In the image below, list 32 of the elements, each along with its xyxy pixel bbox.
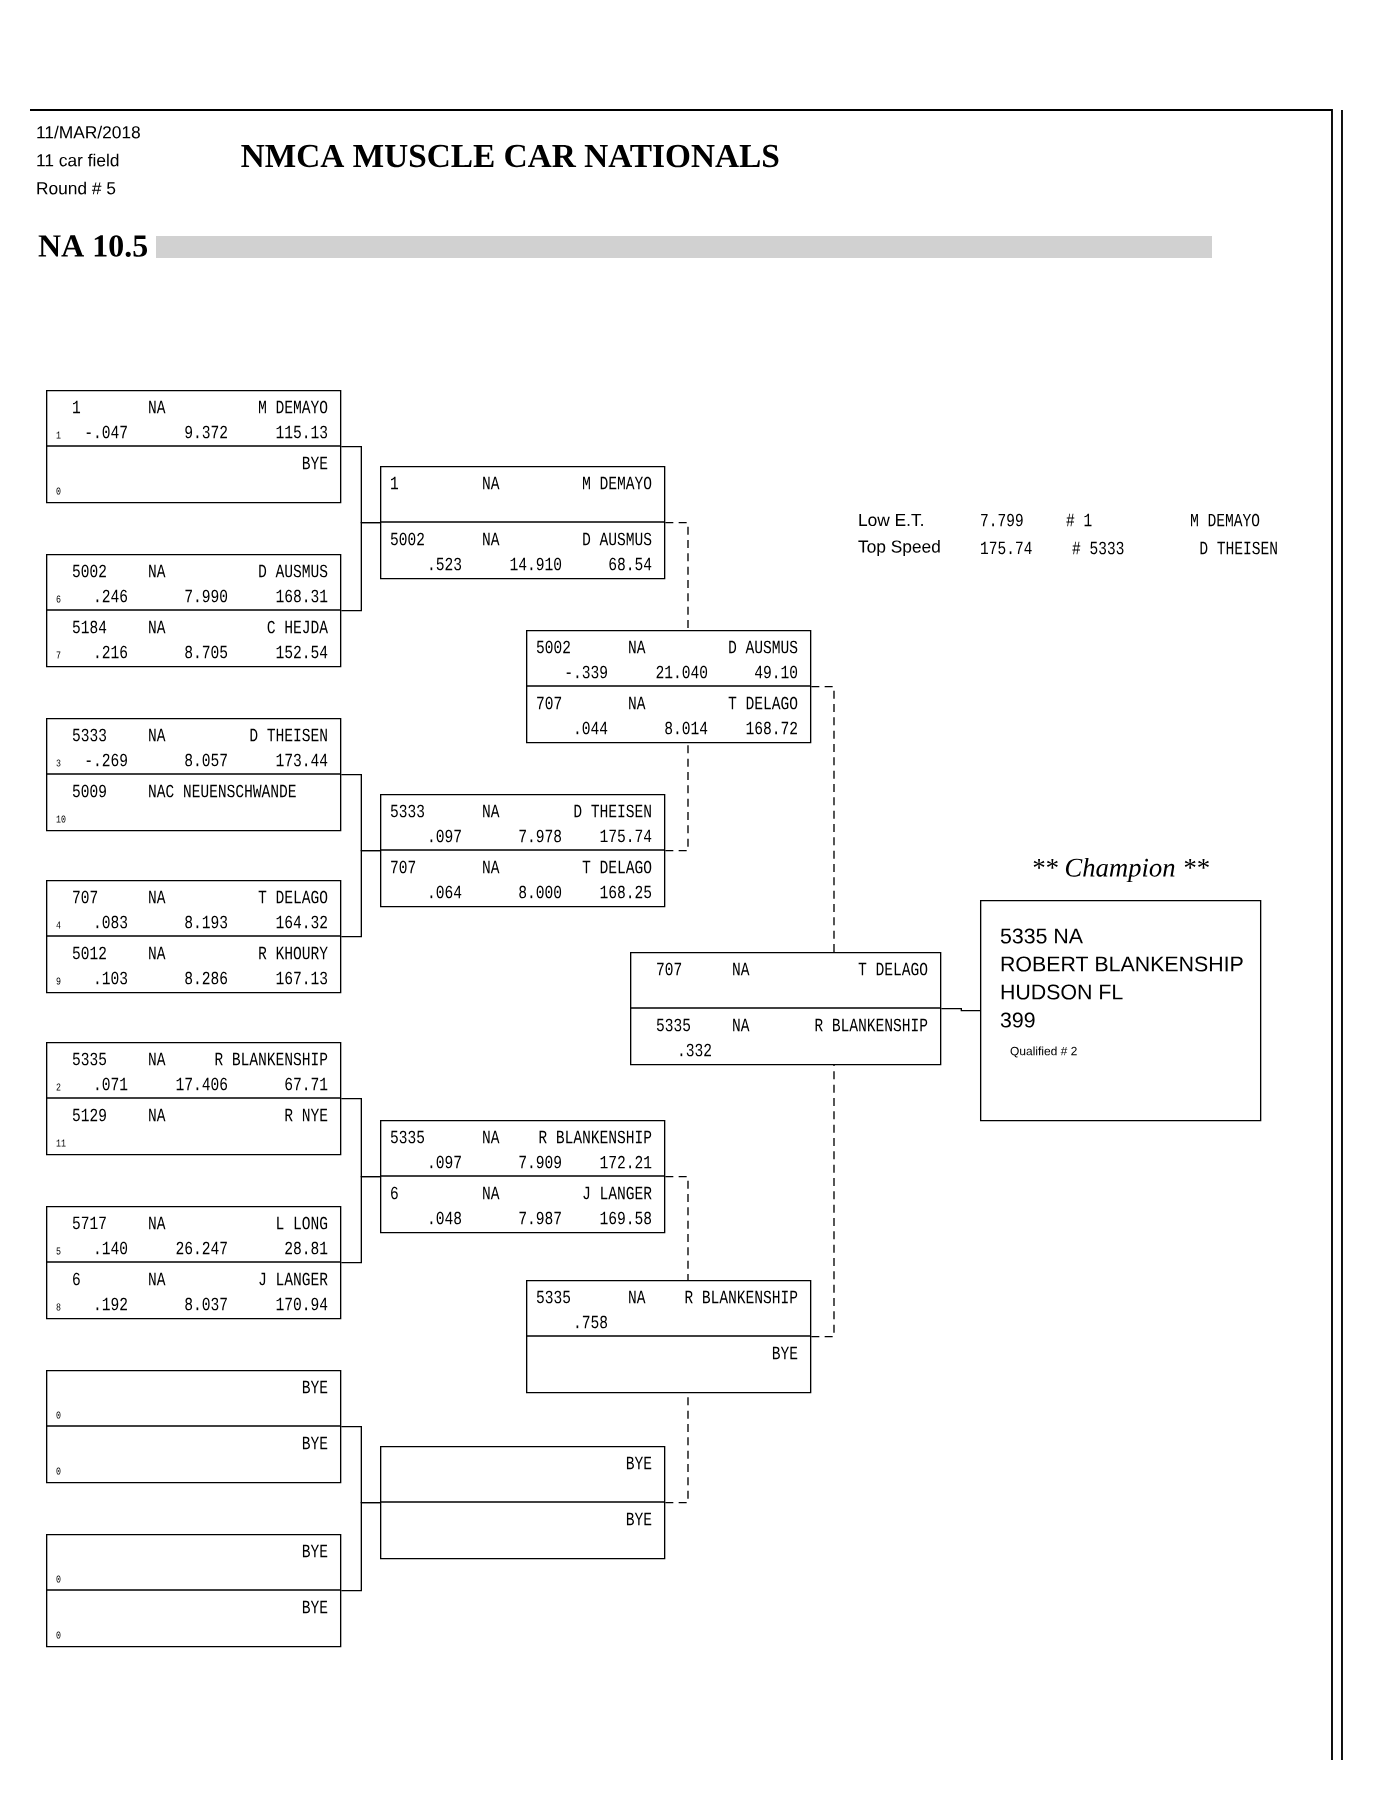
bracket-line (340, 1502, 381, 1592)
bracket-line (340, 1176, 381, 1264)
bracket-line (664, 1176, 689, 1281)
stat-text: # 1 (1066, 513, 1092, 527)
title: NMCA MUSCLE CAR NATIONALS (241, 144, 779, 168)
note-text: 11 car field (37, 153, 119, 167)
bracket-line (340, 522, 381, 612)
match-box: 5335 NA R BLANKENSHIP .097 7.909 172.21 6 NA J LANGER .048 7.987 169.58 (379, 1120, 666, 1234)
match-box: 707 NA T DELAGO 5335 NA R BLANKENSHIP .332 (629, 952, 942, 1066)
bracket-line (340, 850, 381, 938)
note-text: Top Speed (858, 539, 940, 557)
note-text: 11/MAR/2018 (37, 125, 140, 139)
note-text: Low E.T. (859, 514, 923, 527)
match-box: 5333 NA D THEISEN .097 7.978 175.74 707 NA T DELAGO .064 8.000 168.25 (379, 794, 666, 908)
stat-text: # 5333 (1072, 541, 1124, 555)
bracket-line (810, 1063, 835, 1338)
bracket-line (810, 686, 835, 953)
stat-text: 175.74 (981, 541, 1032, 555)
match-box: BYE BYE (379, 1446, 666, 1560)
bracket-line (664, 741, 689, 852)
bracket-line (940, 1008, 981, 1012)
match-box: 5335 NA R BLANKENSHIP .758 BYE (525, 1280, 812, 1394)
stat-text: 7.799 (981, 513, 1023, 527)
stat-text: M DEMAYO (1191, 513, 1260, 527)
note-text: Round # 5 (37, 181, 116, 195)
node-label: ** Champion ** (1033, 857, 1209, 883)
bracket-line (664, 1391, 689, 1504)
stat-text: D THEISEN (1200, 541, 1277, 555)
match-box: 5002 NA D AUSMUS -.339 21.040 49.10 707 NA T DELAGO .044 8.014 168.72 (525, 630, 812, 744)
match-box: 1 NA M DEMAYO 5002 NA D AUSMUS .523 14.910 68.54 (379, 466, 666, 580)
class-heading: NA 10.5 (38, 235, 147, 257)
bracket-line (664, 522, 689, 631)
